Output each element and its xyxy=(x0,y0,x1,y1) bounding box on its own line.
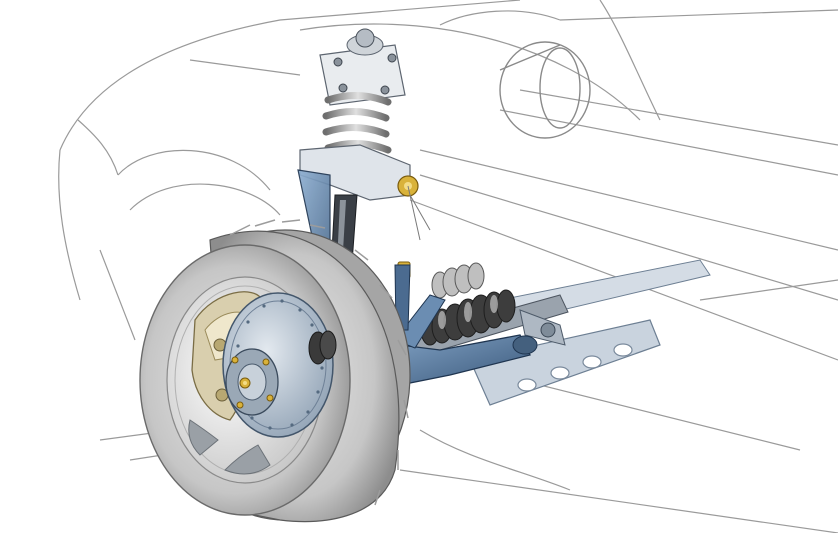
subframe xyxy=(469,259,711,406)
car-body-outline xyxy=(58,0,838,533)
headlight-sketch xyxy=(499,41,591,139)
tire-tread xyxy=(229,219,409,506)
subframe-holes xyxy=(517,343,633,392)
wheel-hub xyxy=(225,348,279,416)
leader-lines xyxy=(407,185,431,241)
drive-shaft xyxy=(308,330,337,365)
